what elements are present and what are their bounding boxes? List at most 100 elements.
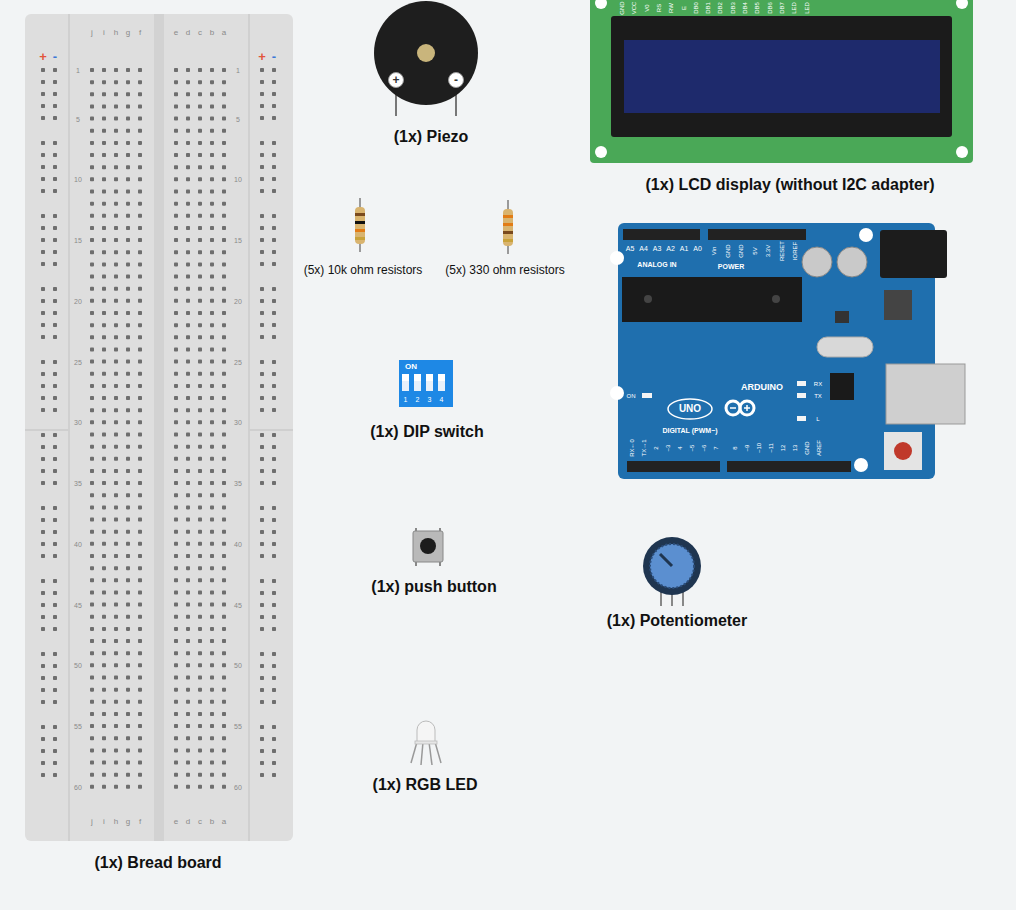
breadboard-hole: [222, 68, 226, 72]
breadboard-hole: [186, 117, 190, 121]
breadboard-hole: [272, 165, 276, 169]
pin-label: A2: [666, 245, 675, 252]
pin-label: 5V: [752, 247, 758, 254]
breadboard-hole: [260, 773, 264, 777]
breadboard-hole: [114, 724, 118, 728]
breadboard-hole: [114, 566, 118, 570]
breadboard-hole: [174, 177, 178, 181]
breadboard-hole: [90, 165, 94, 169]
breadboard-hole: [174, 724, 178, 728]
breadboard-hole: [174, 761, 178, 765]
breadboard-hole: [102, 676, 106, 680]
breadboard-hole: [186, 238, 190, 242]
breadboard-hole: [222, 724, 226, 728]
breadboard-hole: [198, 408, 202, 412]
power-jack: [880, 230, 947, 278]
breadboard-hole: [41, 226, 45, 230]
resistor-body: [355, 207, 365, 244]
breadboard-hole: [102, 141, 106, 145]
breadboard-hole: [222, 360, 226, 364]
pin-label: DB4: [742, 2, 748, 14]
breadboard-hole: [138, 104, 142, 108]
breadboard-hole: [90, 80, 94, 84]
breadboard-hole: [186, 68, 190, 72]
breadboard-hole: [138, 202, 142, 206]
breadboard-hole: [260, 250, 264, 254]
breadboard-hole: [222, 372, 226, 376]
breadboard-hole: [272, 737, 276, 741]
breadboard-hole: [138, 627, 142, 631]
breadboard-hole: [138, 68, 142, 72]
breadboard-hole: [174, 372, 178, 376]
breadboard-hole: [41, 457, 45, 461]
pin-label: RESET: [779, 241, 785, 261]
breadboard-hole: [102, 129, 106, 133]
row-number: 45: [74, 601, 82, 608]
resistor-body: [503, 209, 513, 246]
breadboard-hole: [198, 226, 202, 230]
breadboard-hole: [114, 104, 118, 108]
breadboard-hole: [53, 481, 57, 485]
breadboard-hole: [210, 700, 214, 704]
breadboard-hole: [114, 262, 118, 266]
breadboard-hole: [210, 372, 214, 376]
breadboard-hole: [53, 384, 57, 388]
lcd-screen: [624, 40, 940, 113]
breadboard-hole: [126, 408, 130, 412]
pin-label: 8: [732, 446, 738, 449]
breadboard-hole: [138, 603, 142, 607]
breadboard-hole: [272, 652, 276, 656]
breadboard-hole: [138, 639, 142, 643]
breadboard-hole: [210, 177, 214, 181]
breadboard-hole: [53, 749, 57, 753]
breadboard-hole: [102, 190, 106, 194]
breadboard-hole: [126, 360, 130, 364]
breadboard-hole: [102, 518, 106, 522]
lcd-board: [590, 0, 973, 163]
breadboard-hole: [222, 700, 226, 704]
led-leg: [421, 742, 423, 765]
breadboard-hole: [198, 311, 202, 315]
row-number: 15: [234, 237, 242, 244]
rail-break: [249, 429, 293, 431]
breadboard-hole: [138, 785, 142, 789]
breadboard-hole: [126, 323, 130, 327]
breadboard-hole: [138, 335, 142, 339]
mounting-hole: [956, 146, 968, 158]
breadboard-hole: [102, 238, 106, 242]
breadboard-hole: [126, 627, 130, 631]
breadboard-hole: [198, 372, 202, 376]
breadboard-hole: [186, 651, 190, 655]
logo-oval: [668, 399, 712, 419]
breadboard-hole: [260, 542, 264, 546]
breadboard-hole: [126, 420, 130, 424]
chip-mark: [772, 295, 780, 303]
breadboard-hole: [41, 615, 45, 619]
breadboard-hole: [174, 420, 178, 424]
breadboard-hole: [114, 408, 118, 412]
breadboard-hole: [222, 153, 226, 157]
breadboard-hole: [41, 299, 45, 303]
breadboard-hole: [90, 153, 94, 157]
led-label: ON: [627, 393, 636, 399]
breadboard-hole: [138, 92, 142, 96]
breadboard-hole: [198, 578, 202, 582]
breadboard-hole: [90, 651, 94, 655]
breadboard-hole: [53, 287, 57, 291]
breadboard-hole: [174, 603, 178, 607]
breadboard-hole: [102, 250, 106, 254]
pin-label: TX→1: [641, 439, 647, 456]
breadboard-hole: [102, 408, 106, 412]
breadboard-hole: [114, 688, 118, 692]
breadboard-hole: [272, 311, 276, 315]
breadboard-hole: [260, 664, 264, 668]
breadboard-hole: [222, 299, 226, 303]
breadboard-hole: [198, 104, 202, 108]
breadboard-hole: [53, 433, 57, 437]
breadboard-hole: [260, 335, 264, 339]
breadboard-hole: [53, 579, 57, 583]
breadboard-hole: [102, 311, 106, 315]
breadboard-hole: [260, 688, 264, 692]
breadboard-hole: [198, 92, 202, 96]
